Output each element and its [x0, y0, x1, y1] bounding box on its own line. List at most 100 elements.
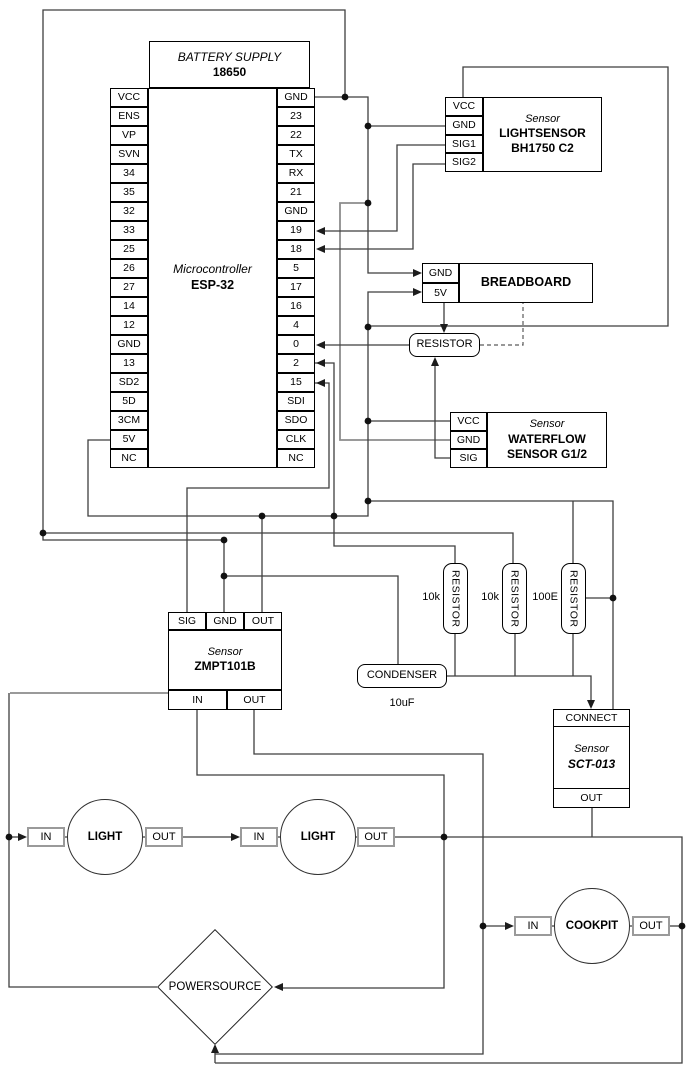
esp-pin-right-gnd-6: GND	[277, 202, 315, 221]
battery-model: 18650	[212, 64, 247, 79]
resistor-box[interactable]: RESISTOR	[409, 333, 480, 357]
esp-pin-right-rx-4: RX	[277, 164, 315, 183]
esp32-name: ESP-32	[190, 278, 235, 292]
esp-pin-right-18-8: 18	[277, 240, 315, 259]
esp-pin-left-nc-19: NC	[110, 449, 148, 468]
light2-label: LIGHT	[300, 831, 336, 843]
esp-pin-right-17-10: 17	[277, 278, 315, 297]
cookpit-label: COOKPIT	[565, 920, 619, 932]
esp-pin-left-5d-16: 5D	[110, 392, 148, 411]
esp-pin-left-vcc-0: VCC	[110, 88, 148, 107]
esp-pin-left-svn-3: SVN	[110, 145, 148, 164]
esp-pin-left-3cm-17: 3CM	[110, 411, 148, 430]
cookpit-circle[interactable]: COOKPIT	[554, 888, 630, 964]
esp-pin-right-5-9: 5	[277, 259, 315, 278]
powersource-label: POWERSOURCE	[168, 981, 262, 993]
light-sensor-pin-vcc-0: VCC	[445, 97, 483, 116]
esp-pin-left-33-7: 33	[110, 221, 148, 240]
waterflow-sensor-box[interactable]: Sensor WATERFLOW SENSOR G1/2	[487, 412, 607, 468]
esp-pin-right-clk-18: CLK	[277, 430, 315, 449]
esp-pin-right-15-15: 15	[277, 373, 315, 392]
waterflow-pin-vcc-0: VCC	[450, 412, 487, 431]
zmpt-name: ZMPT101B	[194, 659, 256, 674]
light-sensor-model: BH1750 C2	[511, 141, 574, 156]
light-sensor-name: LIGHTSENSOR	[499, 126, 586, 141]
light1-label: LIGHT	[87, 831, 123, 843]
light2-circle[interactable]: LIGHT	[280, 799, 356, 875]
divider-resistor-3[interactable]: RESISTOR	[561, 563, 586, 634]
waterflow-model: SENSOR G1/2	[506, 446, 588, 461]
light1-out-pin: OUT	[145, 827, 183, 847]
esp-pin-right-2-14: 2	[277, 354, 315, 373]
light-sensor-pin-gnd-1: GND	[445, 115, 483, 135]
esp-pin-right-gnd-0: GND	[277, 88, 315, 107]
divider-resistor-3-label: RESISTOR	[567, 569, 580, 628]
sct-body[interactable]: Sensor SCT-013	[553, 726, 630, 789]
waterflow-pin-sig-2: SIG	[450, 449, 487, 469]
light2-in-pin: IN	[240, 827, 278, 847]
esp-pin-left-32-6: 32	[110, 202, 148, 221]
sct-pin-out: OUT	[553, 788, 630, 808]
light1-circle[interactable]: LIGHT	[67, 799, 143, 875]
breadboard-box[interactable]: BREADBOARD	[459, 263, 593, 303]
esp-pin-left-13-14: 13	[110, 354, 148, 373]
divider-resistor-1-label: RESISTOR	[449, 569, 462, 628]
wire-5v-net	[87, 66, 669, 709]
battery-supply-box[interactable]: BATTERY SUPPLY 18650	[149, 41, 310, 88]
esp-pin-left-sd2-15: SD2	[110, 373, 148, 392]
junction-dots	[5, 93, 686, 930]
light-sensor-pin-sig2-3: SIG2	[445, 153, 483, 172]
esp-pin-left-12-12: 12	[110, 316, 148, 335]
esp-pin-right-tx-3: TX	[277, 145, 315, 164]
light2-out-pin: OUT	[357, 827, 395, 847]
divider-resistor-1-value: 10k	[422, 591, 440, 603]
esp-pin-right-0-13: 0	[277, 335, 315, 354]
light1-in-pin: IN	[27, 827, 65, 847]
breadboard-pin-5v-1: 5V	[422, 283, 459, 303]
cookpit-out-pin: OUT	[632, 916, 670, 936]
battery-title: BATTERY SUPPLY	[177, 49, 282, 64]
divider-resistor-3-value: 100E	[532, 591, 558, 603]
esp-pin-left-25-8: 25	[110, 240, 148, 259]
waterflow-pin-gnd-1: GND	[450, 430, 487, 450]
divider-resistor-2[interactable]: RESISTOR	[502, 563, 527, 634]
breadboard-pin-gnd-0: GND	[422, 263, 459, 283]
esp-pin-right-23-1: 23	[277, 107, 315, 126]
esp-pin-right-19-7: 19	[277, 221, 315, 240]
arrow-heads	[18, 227, 595, 1053]
esp-pin-right-sdo-17: SDO	[277, 411, 315, 430]
esp-pin-left-34-4: 34	[110, 164, 148, 183]
divider-resistor-1[interactable]: RESISTOR	[443, 563, 468, 634]
sct-type: Sensor	[574, 743, 609, 756]
light-sensor-type: Sensor	[525, 112, 560, 125]
zmpt-pin-bottom-out-1: OUT	[227, 690, 282, 710]
esp-pin-right-nc-19: NC	[277, 449, 315, 468]
condenser-label: CONDENSER	[366, 669, 438, 682]
wire-signal-net	[186, 144, 593, 837]
waterflow-type: Sensor	[529, 418, 565, 431]
esp-pin-right-4-12: 4	[277, 316, 315, 335]
zmpt-body[interactable]: Sensor ZMPT101B	[168, 630, 282, 690]
esp32-body[interactable]	[148, 88, 277, 468]
light-sensor-pin-sig1-2: SIG1	[445, 134, 483, 154]
esp-pin-left-14-11: 14	[110, 297, 148, 316]
waterflow-name: WATERFLOW	[508, 431, 586, 446]
esp-pin-left-27-10: 27	[110, 278, 148, 297]
resistor-label: RESISTOR	[416, 338, 473, 351]
zmpt-pin-top-out-2: OUT	[244, 612, 282, 630]
esp-pin-right-16-11: 16	[277, 297, 315, 316]
esp-pin-right-sdi-16: SDI	[277, 392, 315, 411]
sct-name: SCT-013	[567, 756, 616, 771]
esp-pin-left-gnd-13: GND	[110, 335, 148, 354]
cookpit-in-pin: IN	[514, 916, 552, 936]
condenser-box[interactable]: CONDENSER	[357, 664, 447, 688]
wire-dashed-link	[480, 303, 524, 346]
zmpt-pin-bottom-in-0: IN	[168, 690, 227, 710]
sct-pin-connect: CONNECT	[553, 709, 630, 727]
esp-pin-left-vp-2: VP	[110, 126, 148, 145]
wire-gnd-waterflow	[339, 202, 450, 441]
zmpt-type: Sensor	[207, 645, 243, 658]
esp-pin-left-35-5: 35	[110, 183, 148, 202]
light-sensor-box[interactable]: Sensor LIGHTSENSOR BH1750 C2	[483, 97, 602, 172]
